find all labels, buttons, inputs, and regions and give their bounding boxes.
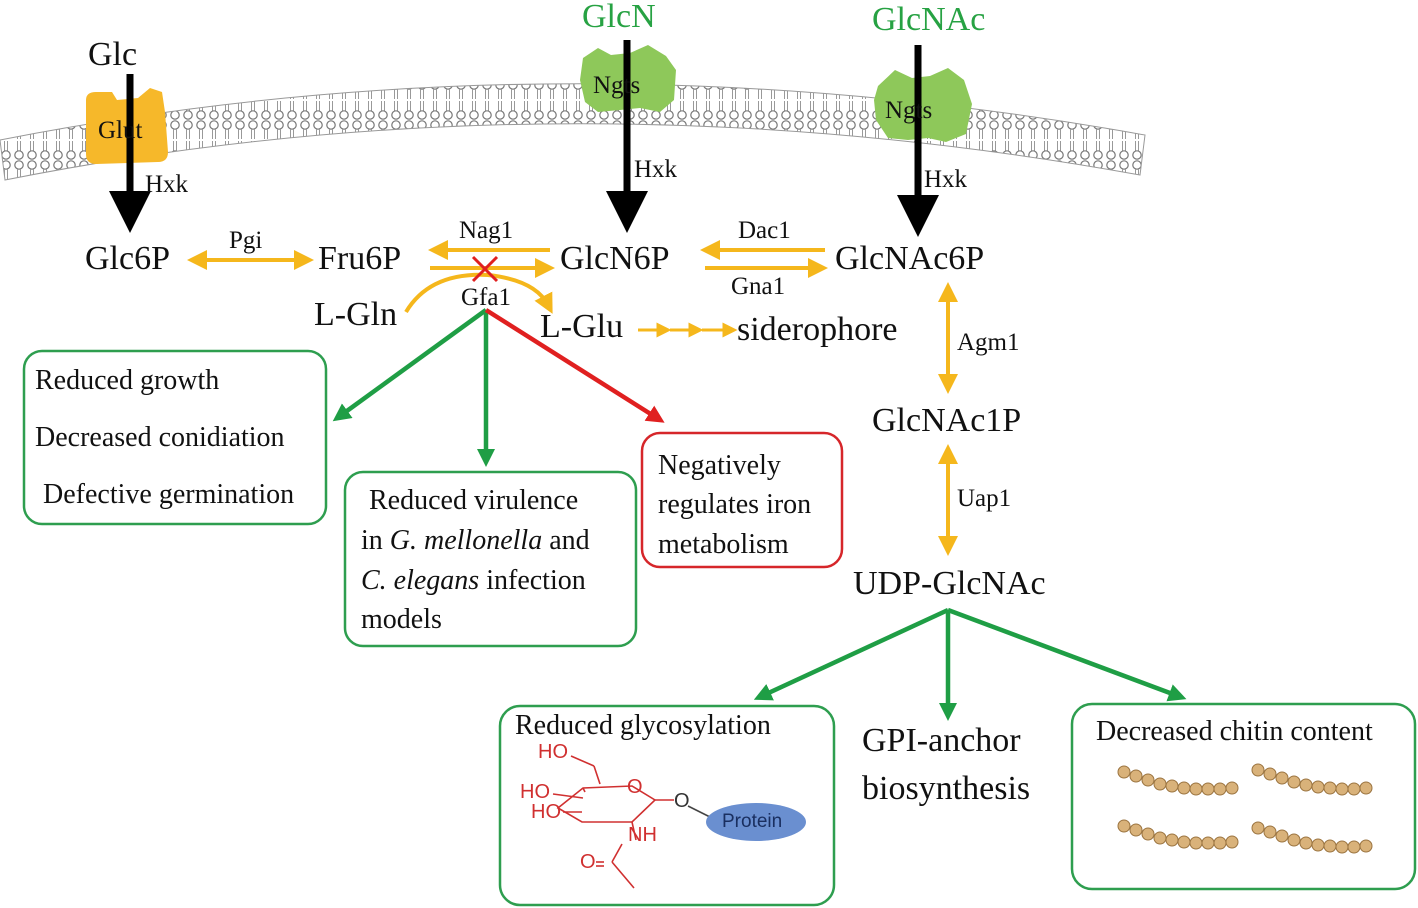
- glycan-ho-2: HO: [520, 781, 550, 803]
- growth-box-line-3: Defective germination: [43, 479, 295, 510]
- growth-phenotype-box: [22, 349, 328, 526]
- l-glu-label: L-Glu: [540, 308, 624, 345]
- virulence-box-line-2: in G. mellonella and: [361, 525, 590, 556]
- glycan-ring-o: O: [627, 776, 643, 798]
- glc-label: Glc: [88, 36, 138, 73]
- ngts-transporter-label-2: Ngts: [885, 97, 933, 124]
- glcnac-label: GlcNAc: [872, 1, 986, 38]
- glycan-ho-1: HO: [538, 741, 568, 763]
- gna1-enzyme-label: Gna1: [731, 273, 786, 300]
- gfa1-enzyme-label: Gfa1: [461, 284, 511, 311]
- glycosylation-title: Reduced glycosylation: [515, 710, 771, 741]
- protein-ellipse: [706, 803, 806, 841]
- iron-box-line-2: regulates iron: [658, 489, 812, 520]
- chitin-chains: [1117, 763, 1373, 854]
- glcnac-structure: [552, 755, 674, 889]
- fru6p-label: Fru6P: [318, 240, 402, 277]
- glcn6p-label: GlcN6P: [560, 240, 670, 277]
- dac1-enzyme-label: Dac1: [738, 217, 791, 244]
- glycan-ho-3: HO: [531, 801, 561, 823]
- virulence-box-line-3: C. elegans infection: [361, 565, 586, 596]
- hxk-label-3: Hxk: [924, 166, 968, 193]
- agm1-enzyme-label: Agm1: [957, 329, 1020, 356]
- protein-label: Protein: [722, 811, 783, 832]
- iron-box-line-3: metabolism: [658, 529, 789, 560]
- nag1-enzyme-label: Nag1: [459, 217, 514, 244]
- glycosylation-box: [498, 704, 836, 907]
- glcn-label: GlcN: [582, 0, 656, 35]
- ngts-transporter-shape-2: [874, 68, 972, 142]
- glcnac1p-label: GlcNAc1P: [872, 402, 1022, 439]
- hxk-label-1: Hxk: [145, 171, 189, 198]
- glc6p-label: Glc6P: [85, 240, 170, 277]
- gpi-line-2: biosynthesis: [862, 770, 1031, 807]
- chitin-box: [1070, 702, 1417, 891]
- uap1-enzyme-label: Uap1: [957, 485, 1012, 512]
- virulence-box-line-1: Reduced virulence: [369, 485, 579, 516]
- glycan-link-o: O: [674, 790, 690, 812]
- iron-box-line-1: Negatively: [658, 450, 781, 481]
- glycan-carbonyl-o: O: [580, 851, 596, 873]
- cell-membrane: [0, 83, 1146, 181]
- virulence-box-line-4: models: [361, 604, 442, 635]
- iron-phenotype-box: [640, 431, 844, 569]
- hxk-label-2: Hxk: [634, 156, 678, 183]
- gpi-line-1: GPI-anchor: [862, 722, 1021, 759]
- chitin-title: Decreased chitin content: [1096, 716, 1373, 747]
- l-gln-label: L-Gln: [314, 296, 398, 333]
- ngts-transporter-label-1: Ngts: [593, 72, 641, 99]
- siderophore-label: siderophore: [737, 311, 898, 348]
- udp-glcnac-label: UDP-GlcNAc: [853, 565, 1046, 602]
- glut-transporter-label: Glut: [98, 117, 143, 144]
- growth-box-line-2: Decreased conidiation: [35, 422, 285, 453]
- glycan-nh: NH: [628, 824, 657, 846]
- growth-box-line-1: Reduced growth: [35, 365, 220, 396]
- glcnac6p-label: GlcNAc6P: [835, 240, 985, 277]
- pgi-enzyme-label: Pgi: [229, 227, 263, 254]
- virulence-phenotype-box: [343, 470, 638, 648]
